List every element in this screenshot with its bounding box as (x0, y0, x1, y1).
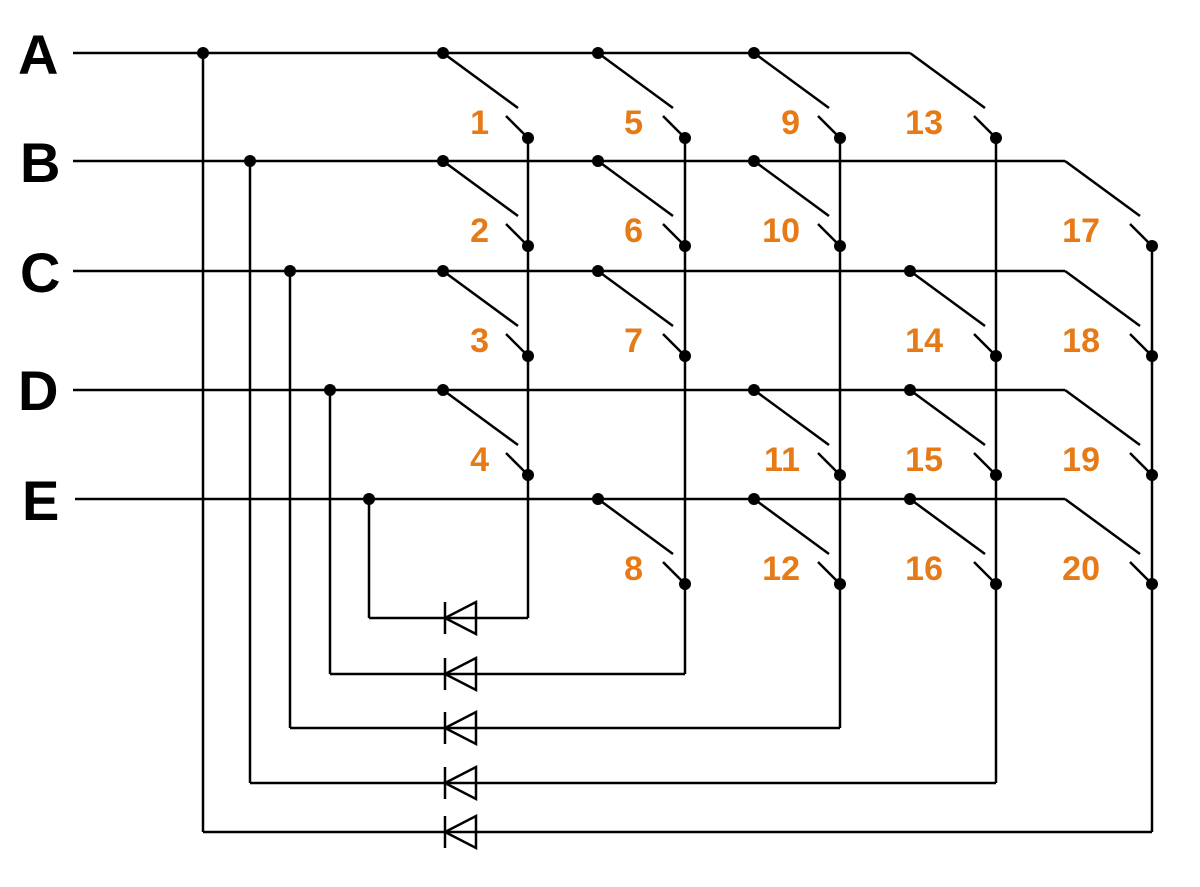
junction-dot (1146, 469, 1158, 481)
switch-label-3: 3 (470, 322, 489, 360)
junction-dot (363, 493, 375, 505)
switch-label-8: 8 (624, 550, 643, 588)
diode-4 (442, 764, 478, 802)
row-label-e: E (22, 469, 59, 532)
diode-5 (442, 813, 478, 851)
junction-dot (679, 240, 691, 252)
switch-7: 7 (592, 265, 691, 362)
switch-8: 8 (592, 493, 691, 590)
diode-3 (442, 709, 478, 747)
switch-label-20: 20 (1062, 550, 1100, 588)
switch-label-17: 17 (1062, 212, 1100, 250)
junction-dot (1146, 578, 1158, 590)
junction-dot (990, 578, 1002, 590)
switch-label-16: 16 (905, 550, 943, 588)
junction-dot (834, 469, 846, 481)
row-label-b: B (20, 131, 60, 194)
switch-12: 12 (748, 493, 846, 590)
junction-dot (324, 384, 336, 396)
junction-dot (522, 132, 534, 144)
diode-2 (442, 655, 478, 693)
junction-dot (990, 132, 1002, 144)
diodes (442, 599, 478, 851)
row-taps (201, 53, 371, 832)
switch-label-5: 5 (624, 104, 643, 142)
switch-label-18: 18 (1062, 322, 1100, 360)
junction-dot (244, 155, 256, 167)
switch-15: 15 (904, 384, 1002, 481)
junction-dot (834, 240, 846, 252)
diode-1 (442, 599, 478, 637)
junction-dot (990, 469, 1002, 481)
junction-dot (679, 132, 691, 144)
switch-6: 6 (592, 155, 691, 252)
switch-label-1: 1 (470, 104, 489, 142)
switch-label-9: 9 (781, 104, 800, 142)
junction-dot (1146, 240, 1158, 252)
switch-2: 2 (437, 155, 534, 252)
switch-9: 9 (748, 47, 846, 144)
switch-label-6: 6 (624, 212, 643, 250)
junction-dot (284, 265, 296, 277)
switch-14: 14 (904, 265, 1002, 362)
switch-label-11: 11 (764, 441, 800, 479)
switch-label-14: 14 (905, 322, 943, 360)
switch-label-13: 13 (905, 104, 943, 142)
junction-dot (990, 350, 1002, 362)
junction-dot (522, 469, 534, 481)
switch-1: 1 (437, 47, 534, 144)
junction-dot (522, 350, 534, 362)
junction-dot (1146, 350, 1158, 362)
row-wires (73, 51, 1065, 501)
switch-label-12: 12 (762, 550, 800, 588)
switch-16: 16 (904, 493, 1002, 590)
switch-label-15: 15 (905, 441, 943, 479)
switch-label-4: 4 (470, 441, 489, 479)
junction-dot (522, 240, 534, 252)
switch-label-7: 7 (624, 322, 643, 360)
column-wires (526, 138, 1154, 832)
return-wires (203, 616, 1152, 834)
switch-5: 5 (592, 47, 691, 144)
switch-11: 11 (748, 384, 846, 481)
junction-dot (679, 350, 691, 362)
switch-label-2: 2 (470, 212, 489, 250)
junction-dot (197, 47, 209, 59)
switch-10: 10 (748, 155, 846, 252)
switch-20: 20 (1062, 497, 1158, 590)
tap-junctions (197, 47, 375, 505)
switch-18: 18 (1062, 269, 1158, 362)
row-label-a: A (18, 23, 58, 86)
row-label-c: C (20, 241, 60, 304)
switch-13: 13 (905, 51, 1002, 144)
switch-3: 3 (437, 265, 534, 362)
switch-19: 19 (1062, 388, 1158, 481)
switch-label-10: 10 (762, 212, 800, 250)
switch-4: 4 (437, 384, 534, 481)
switch-label-19: 19 (1062, 441, 1100, 479)
junction-dot (679, 578, 691, 590)
switch-17: 17 (1062, 159, 1158, 252)
junction-dot (834, 578, 846, 590)
row-label-d: D (18, 359, 58, 422)
junction-dot (834, 132, 846, 144)
